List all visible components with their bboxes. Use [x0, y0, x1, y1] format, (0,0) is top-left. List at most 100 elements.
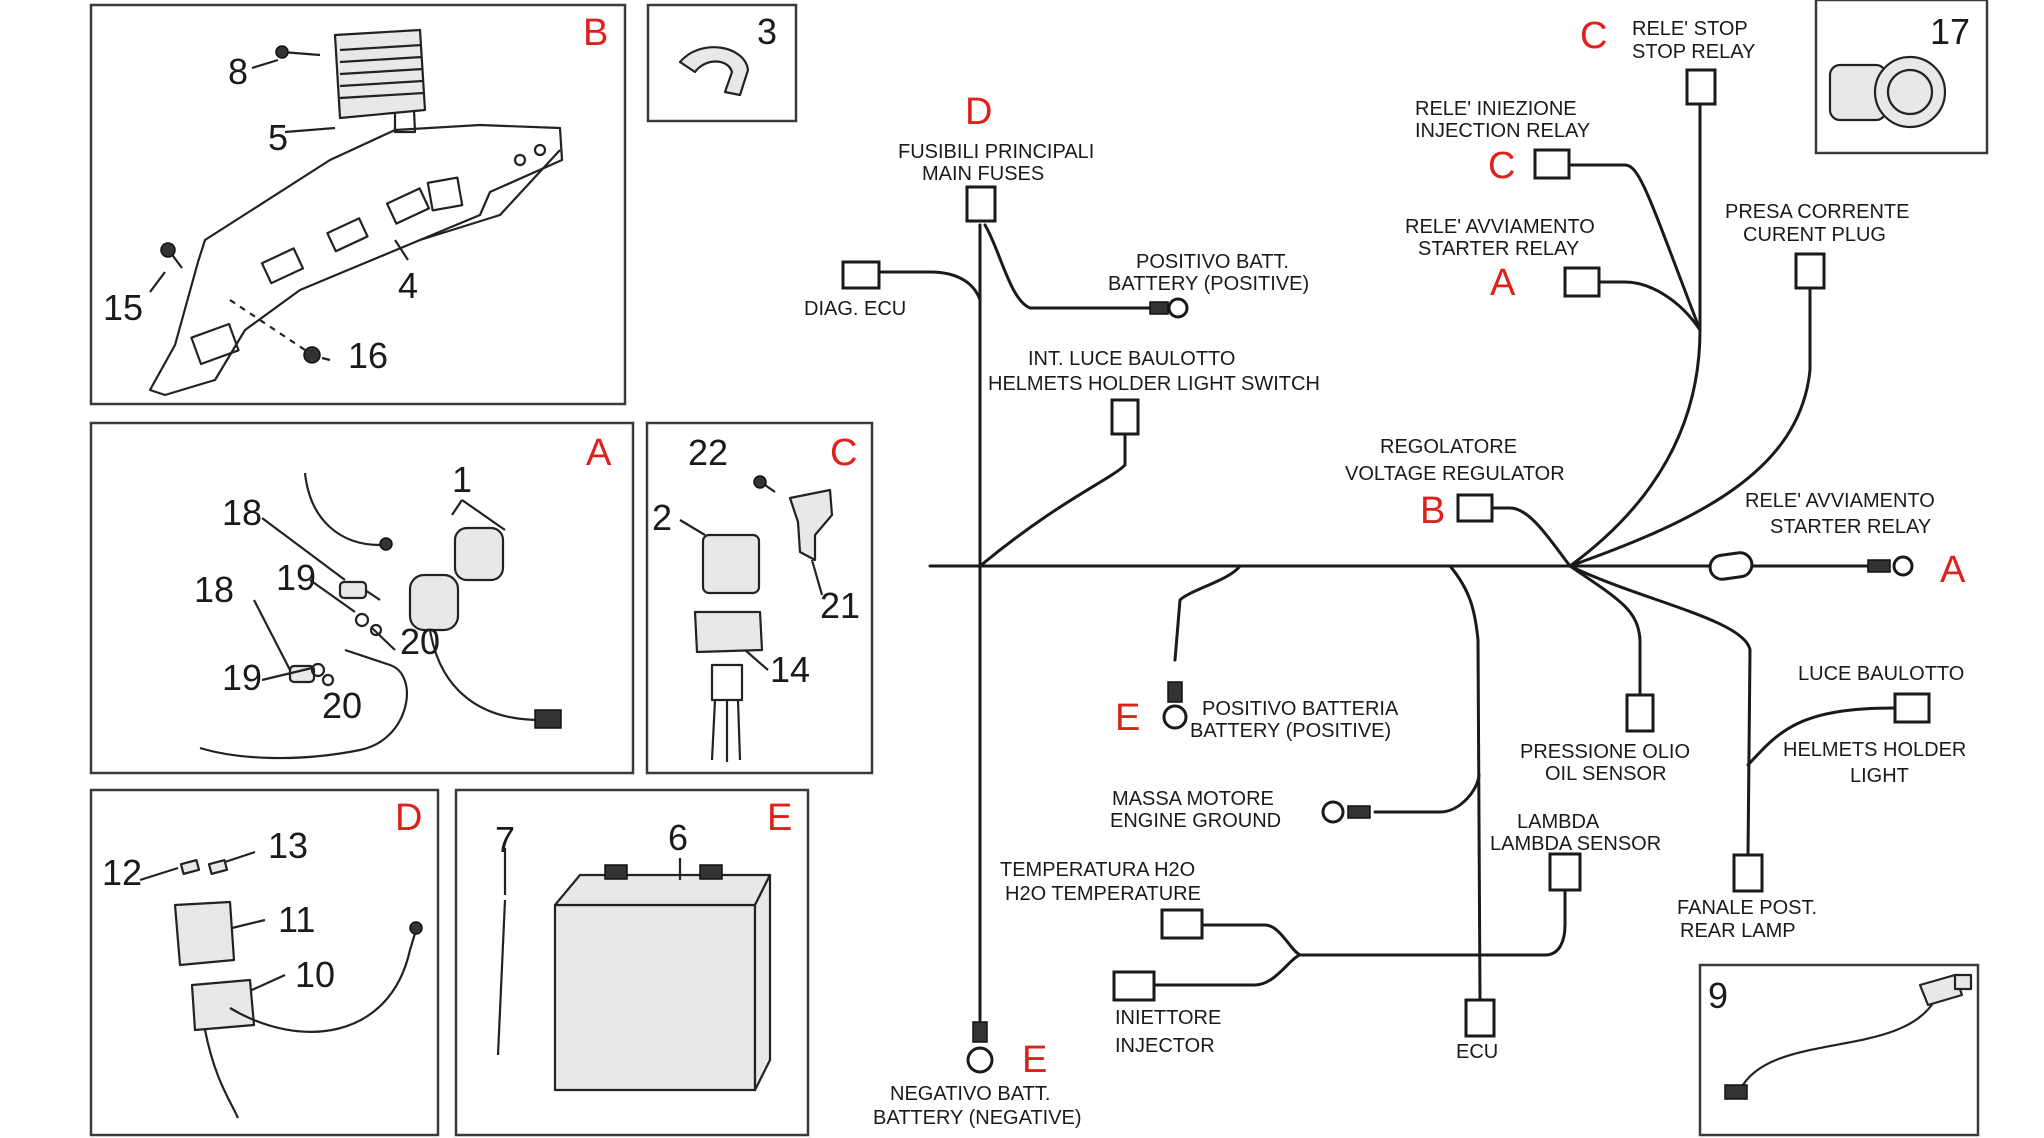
part-number: 20: [322, 685, 362, 726]
tag-stop-relay: C: [1580, 15, 1607, 57]
label-h2o-temp-en: H2O TEMPERATURE: [1005, 883, 1201, 905]
label-helmet-switch-en: HELMETS HOLDER LIGHT SWITCH: [988, 373, 1320, 395]
part-number: 13: [268, 825, 308, 866]
harness-labels: D FUSIBILI PRINCIPALI MAIN FUSES DIAG. E…: [804, 15, 1966, 1129]
part-number: 2: [652, 497, 672, 538]
panel-17-current-plug: 17: [1814, 0, 1989, 155]
label-lambda-it: LAMBDA: [1517, 811, 1600, 833]
label-oil-sensor-en: OIL SENSOR: [1545, 763, 1667, 785]
connector-helmet-switch: [1110, 398, 1140, 436]
part-number: 5: [268, 117, 288, 158]
label-starter-relay-right-it: RELE' AVVIAMENTO: [1745, 490, 1935, 512]
label-starter-relay-right-en: STARTER RELAY: [1770, 516, 1931, 538]
part-number: 18: [222, 492, 262, 533]
connector-injector: [1112, 970, 1156, 1002]
label-voltage-regulator-en: VOLTAGE REGULATOR: [1345, 463, 1565, 485]
label-battery-positive-it: POSITIVO BATT.: [1136, 251, 1289, 273]
connector-lambda: [1548, 852, 1582, 892]
part-number: 15: [103, 287, 143, 328]
connector-rear-lamp: [1732, 853, 1764, 893]
label-battery-negative-en: BATTERY (NEGATIVE): [873, 1107, 1082, 1129]
panel-letter: B: [583, 12, 608, 54]
label-h2o-temp-it: TEMPERATURA H2O: [1000, 859, 1195, 881]
label-rear-lamp-it: FANALE POST.: [1677, 897, 1817, 919]
part-number: 17: [1930, 11, 1970, 52]
label-engine-ground-en: ENGINE GROUND: [1110, 810, 1281, 832]
label-starter-relay-en: STARTER RELAY: [1418, 238, 1579, 260]
part-number: 10: [295, 954, 335, 995]
label-current-plug-en: CURENT PLUG: [1743, 224, 1886, 246]
part-number: 9: [1708, 975, 1728, 1016]
part-number: 11: [278, 899, 315, 940]
label-ecu: ECU: [1456, 1041, 1498, 1063]
part-number: 19: [276, 557, 316, 598]
part-number: 1: [452, 459, 472, 500]
connector-starter-relay-top: [1563, 266, 1601, 298]
tag-battery-negative: E: [1022, 1039, 1047, 1081]
panel-c-relays: C 22 2 21 14: [645, 421, 874, 775]
panel-3-cable-clip: 3: [646, 3, 798, 123]
part-number: 7: [495, 819, 515, 860]
panel-letter: A: [586, 432, 612, 474]
panel-d-main-fuses: D 12 13 11 10: [89, 788, 440, 1137]
label-injection-relay-en: INJECTION RELAY: [1415, 120, 1590, 142]
label-main-fuses-it: FUSIBILI PRINCIPALI: [898, 141, 1094, 163]
label-helmet-switch-it: INT. LUCE BAULOTTO: [1028, 348, 1235, 370]
label-battery-positive-en: BATTERY (POSITIVE): [1108, 273, 1309, 295]
connector-stop-relay: [1685, 68, 1717, 106]
label-starter-relay-it: RELE' AVVIAMENTO: [1405, 216, 1595, 238]
label-injection-relay-it: RELE' INIEZIONE: [1415, 98, 1577, 120]
label-oil-sensor-it: PRESSIONE OLIO: [1520, 741, 1690, 763]
part-number: 22: [688, 432, 728, 473]
panel-e-battery: E 7 6: [454, 788, 810, 1137]
label-battery-negative-it: NEGATIVO BATT.: [890, 1083, 1050, 1105]
connector-main-fuses: [965, 185, 997, 223]
label-lambda-en: LAMBDA SENSOR: [1490, 833, 1661, 855]
part-number: 3: [757, 11, 777, 52]
part-number: 18: [194, 569, 234, 610]
label-rear-lamp-en: REAR LAMP: [1680, 920, 1796, 942]
panel-b-voltage-regulator: B 8 5 15 4 16: [89, 3, 627, 406]
connector-injection-relay: [1533, 148, 1571, 180]
label-diag-ecu: DIAG. ECU: [804, 298, 906, 320]
label-injector-en: INJECTOR: [1115, 1035, 1215, 1057]
label-battery-positive-mid-it: POSITIVO BATTERIA: [1202, 698, 1399, 720]
label-main-fuses-en: MAIN FUSES: [922, 163, 1044, 185]
connector-diag-ecu: [841, 260, 881, 290]
panel-a-starter-relay: A 1 18 19 18 20 19 20: [89, 421, 635, 775]
panel-letter: C: [830, 432, 857, 474]
part-number: 8: [228, 51, 248, 92]
tag-starter-relay-right: A: [1940, 549, 1966, 591]
tag-main-fuses: D: [965, 91, 992, 133]
label-stop-relay-en: STOP RELAY: [1632, 41, 1755, 63]
connectors: [841, 68, 1931, 1074]
part-number: 12: [102, 852, 142, 893]
connector-ecu: [1464, 998, 1496, 1038]
label-helmet-light-en: HELMETS HOLDER: [1783, 739, 1966, 761]
part-number: 19: [222, 657, 262, 698]
part-number: 4: [398, 265, 418, 306]
label-helmet-light-en-2: LIGHT: [1850, 765, 1909, 787]
part-number: 16: [348, 335, 388, 376]
part-number: 21: [820, 585, 860, 626]
label-battery-positive-mid-en: BATTERY (POSITIVE): [1190, 720, 1391, 742]
tag-battery-positive-mid: E: [1115, 697, 1140, 739]
tag-injection-relay: C: [1488, 145, 1515, 187]
label-current-plug-it: PRESA CORRENTE: [1725, 201, 1909, 223]
tag-voltage-regulator: B: [1420, 490, 1445, 532]
connector-current-plug: [1794, 252, 1826, 290]
connector-helmet-light: [1893, 692, 1931, 724]
panel-9-oil-sensor: 9: [1698, 963, 1980, 1137]
label-engine-ground-it: MASSA MOTORE: [1112, 788, 1274, 810]
label-voltage-regulator-it: REGOLATORE: [1380, 436, 1517, 458]
harness-wires: [878, 103, 1897, 1022]
part-number: 14: [770, 649, 810, 690]
tag-starter-relay: A: [1490, 262, 1516, 304]
connector-voltage-regulator: [1456, 493, 1494, 523]
label-helmet-light-it: LUCE BAULOTTO: [1798, 663, 1964, 685]
panel-letter: D: [395, 797, 422, 839]
label-stop-relay-it: RELE' STOP: [1632, 18, 1748, 40]
connector-h2o-temp: [1160, 908, 1204, 940]
panel-letter: E: [767, 797, 792, 839]
